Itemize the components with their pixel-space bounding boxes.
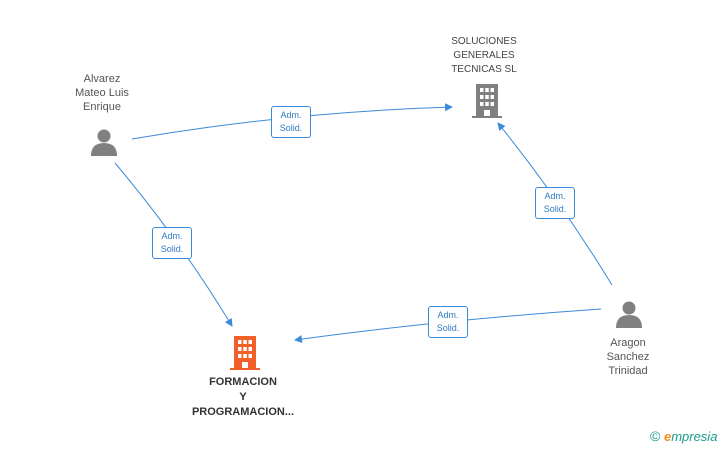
company-name-soluciones[interactable]: SOLUCIONES GENERALES TECNICAS SL: [451, 36, 517, 75]
edge-label-aragon-formacion: Adm. Solid.: [428, 306, 468, 338]
edge-label-line2: Solid.: [160, 244, 184, 254]
person-icon[interactable]: [89, 128, 119, 156]
edge-label-line1: Adm.: [161, 231, 183, 241]
edge-label-line1: Adm.: [280, 110, 302, 120]
edge-label-line2: Solid.: [436, 323, 460, 333]
edge-label-line2: Solid.: [543, 204, 567, 214]
copyright-symbol: ©: [650, 428, 661, 444]
person-name-aragon[interactable]: Aragon Sanchez Trinidad: [606, 337, 650, 377]
edge-label-line1: Adm.: [544, 191, 566, 201]
empresia-logo[interactable]: © empresia: [650, 428, 717, 444]
edge-label-alvarez-formacion: Adm. Solid.: [152, 227, 192, 259]
person-name-alvarez[interactable]: Alvarez Mateo Luis Enrique: [75, 73, 129, 113]
edge-label-line1: Adm.: [437, 310, 459, 320]
building-icon[interactable]: [472, 84, 502, 118]
edge-label-line2: Solid.: [279, 123, 303, 133]
building-icon-highlighted[interactable]: [230, 336, 260, 370]
edge-label-alvarez-soluciones: Adm. Solid.: [271, 106, 311, 138]
brand-e: e: [663, 429, 672, 444]
person-icon[interactable]: [614, 300, 644, 328]
company-name-formacion[interactable]: FORMACION Y PROGRAMACION...: [191, 376, 295, 418]
brand-name: mpresia: [671, 429, 718, 444]
edge-label-aragon-soluciones: Adm. Solid.: [535, 187, 575, 219]
